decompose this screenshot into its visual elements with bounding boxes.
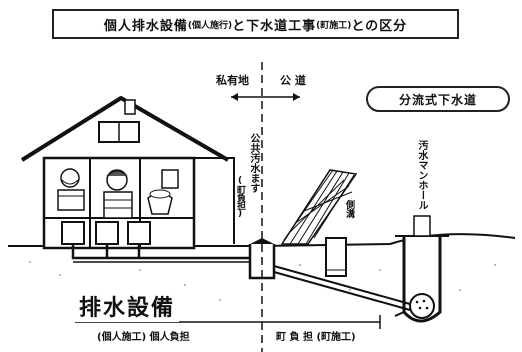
town-burden-label: 町 負 担 (町施工) [276, 332, 356, 343]
separate-sewer-system-label: 分流式下水道 [366, 86, 510, 112]
private-drain-pipe [71, 244, 262, 260]
house-chimney [124, 99, 136, 115]
side-ditch-grating [280, 169, 358, 277]
title-part1-note: (個人施行) [187, 20, 233, 31]
title-part3: との区分 [351, 18, 408, 34]
sewage-manhole [394, 215, 449, 323]
private-land-label: 私有地 [216, 74, 249, 87]
sewage-manhole-label: 汚水マンホール [416, 140, 427, 210]
person-bath-icon [57, 168, 85, 211]
drainage-equipment-label: 排水設備 [75, 290, 180, 322]
title-part2: と下水道工事 [232, 18, 317, 34]
house-basins [61, 221, 151, 245]
public-road-label: 公 道 [280, 74, 306, 87]
individual-burden-label: (個人施工) 個人負担 [97, 332, 190, 343]
public-basin-note: (町負担) [235, 176, 245, 218]
person-kitchen-icon [103, 169, 133, 219]
toilet-icon [147, 169, 179, 215]
diagram-title: 個人排水設備 (個人施行) と下水道工事 (町施工) との区分 [52, 9, 459, 39]
house-roof [20, 96, 230, 162]
public-connecting-pipe [273, 265, 411, 311]
house-side-wall [194, 157, 235, 244]
boundary-arrow [231, 93, 300, 101]
side-ditch-label: 側溝 [344, 200, 354, 218]
title-part2-note: (町施工) [316, 20, 352, 31]
public-basin-label: 公共汚水ます [248, 133, 259, 193]
title-part1: 個人排水設備 [103, 18, 188, 34]
